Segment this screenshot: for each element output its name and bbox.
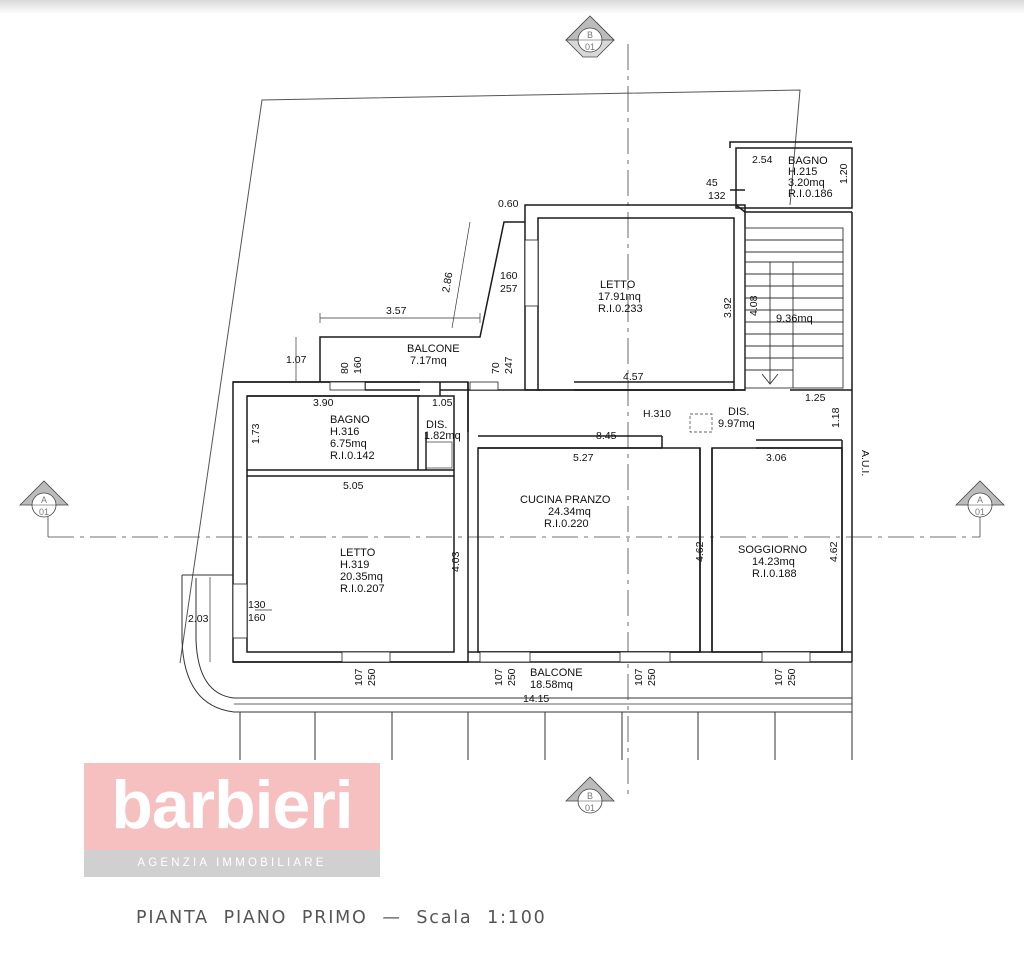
agency-logo: barbieri AGENZIA IMMOBILIARE — [84, 763, 380, 877]
dim-label: 1.73 — [250, 423, 262, 444]
top-shadow-bar — [0, 0, 1024, 14]
dim-label: A.U.I. — [859, 450, 871, 476]
room-label-stair: 9.36mq — [776, 313, 813, 325]
dim-label: 247 — [503, 356, 515, 374]
dim-label: 1.20 — [838, 163, 850, 184]
openings — [232, 239, 811, 663]
dim-label: 4.03 — [450, 551, 462, 572]
dimension-lines — [209, 221, 852, 705]
logo-wordmark: barbieri — [111, 767, 353, 843]
svg-text:9.36mq: 9.36mq — [776, 313, 813, 325]
dim-label: 107 — [773, 668, 785, 686]
marker-letter: B — [587, 791, 593, 801]
dim-label: 3.06 — [766, 452, 787, 464]
dim-label: 250 — [786, 668, 798, 686]
south-balcony — [181, 574, 853, 760]
marker-number: 01 — [585, 42, 595, 52]
marker-number: 01 — [975, 507, 985, 517]
dimension-labels: 0.60 2.54 1.20 45 132 2.86 160 257 3.57 … — [188, 154, 871, 705]
section-marker-b-bottom: B 01 — [565, 776, 615, 814]
dim-label: 107 — [633, 668, 645, 686]
dim-label: 257 — [500, 283, 518, 295]
dim-label: 0.60 — [498, 198, 519, 210]
dim-label: 107 — [353, 668, 365, 686]
site-boundary — [179, 89, 801, 664]
dim-label: 45 — [706, 177, 718, 189]
section-marker-b-top: B 01 — [565, 15, 615, 58]
dim-label: 1.07 — [286, 354, 307, 366]
logo-red-panel: barbieri — [84, 763, 380, 850]
dim-label: 4.62 — [694, 541, 706, 562]
room-label-dis-hall: DIS.9.97mq — [718, 406, 755, 430]
dim-label: 2.03 — [188, 613, 209, 625]
dim-label: 250 — [646, 668, 658, 686]
dim-label: 4.08 — [748, 295, 760, 316]
dim-label: 2.86 — [440, 271, 455, 293]
svg-text:DIS.9.97mq: DIS.9.97mq — [718, 406, 755, 430]
marker-letter: B — [587, 30, 593, 40]
dim-label: H.310 — [643, 408, 671, 420]
drawing-caption: PIANTA PIANO PRIMO — Scala 1:100 — [136, 908, 547, 928]
dim-label: 8.45 — [596, 430, 617, 442]
dim-label: 130 — [248, 599, 266, 611]
dim-label: 5.27 — [573, 452, 594, 464]
marker-number: 01 — [39, 507, 49, 517]
section-marker-a-right: A 01 — [955, 480, 1005, 518]
dim-label: 1.25 — [805, 392, 826, 404]
marker-letter: A — [977, 495, 983, 505]
dim-label: 4.62 — [828, 541, 840, 562]
svg-text:DIS.1.82mq: DIS.1.82mq — [424, 419, 461, 442]
room-label-dis-small: DIS.1.82mq — [424, 419, 461, 442]
marker-number: 01 — [585, 803, 595, 813]
dim-label: 3.92 — [722, 297, 734, 318]
dim-label: 3.90 — [313, 397, 334, 409]
dim-label: 3.57 — [386, 305, 407, 317]
dim-label: 5.05 — [343, 480, 364, 492]
dim-label: 250 — [366, 668, 378, 686]
stair-steps — [744, 227, 844, 389]
marker-letter: A — [41, 495, 47, 505]
dim-label: 132 — [708, 190, 726, 202]
dim-label: 1.05 — [432, 397, 453, 409]
dim-label: 2.54 — [752, 154, 773, 166]
dim-label: 160 — [500, 270, 518, 282]
dim-label: 160 — [352, 356, 364, 374]
dim-label: 70 — [490, 362, 502, 374]
dim-label: 160 — [248, 612, 266, 624]
dim-label: 14.15 — [523, 693, 549, 705]
logo-grey-panel: AGENZIA IMMOBILIARE — [84, 850, 380, 877]
logo-subtitle: AGENZIA IMMOBILIARE — [137, 857, 327, 869]
dim-label: 1.18 — [830, 407, 842, 428]
dim-label: 80 — [339, 362, 351, 374]
dim-label: 4.57 — [623, 371, 644, 383]
dim-label: 107 — [493, 668, 505, 686]
dim-label: 250 — [506, 668, 518, 686]
section-marker-a-left: A 01 — [19, 480, 69, 518]
